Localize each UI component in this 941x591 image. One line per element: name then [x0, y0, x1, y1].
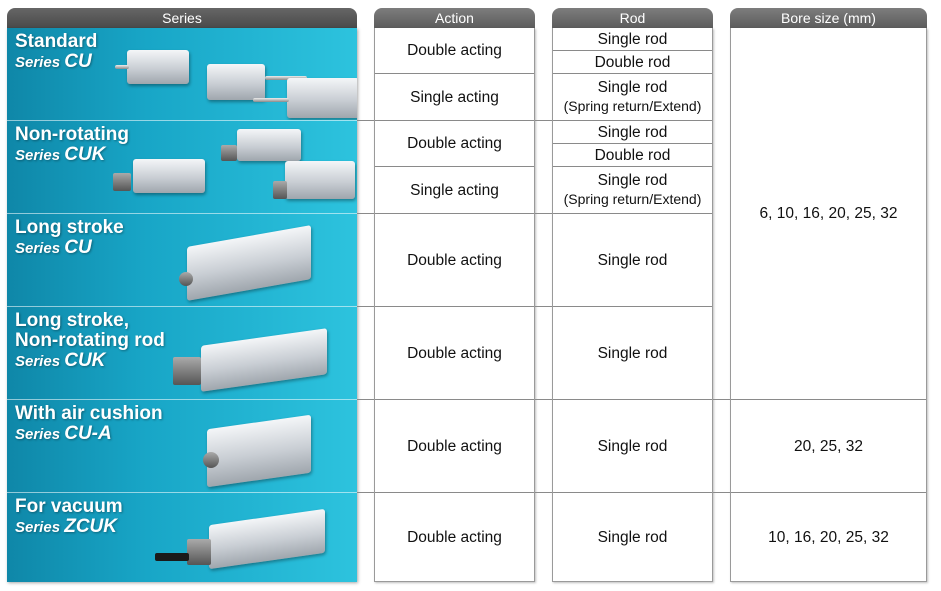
bore-header: Bore size (mm)	[730, 8, 927, 28]
series-subtitle: Series CU	[15, 237, 92, 258]
rod-cell: Single rod (Spring return/Extend)	[553, 167, 712, 213]
action-cell: Double acting	[407, 135, 502, 152]
row-divider	[357, 306, 374, 307]
bore-cell: 20, 25, 32	[794, 437, 863, 455]
rod-cell: Single rod	[597, 251, 668, 269]
rod-cell: Single rod	[597, 123, 668, 141]
series-row-vacuum: For vacuum Series ZCUK	[7, 493, 357, 585]
rod-cell: Single rod (Spring return/Extend)	[553, 74, 712, 120]
row-divider	[713, 492, 730, 493]
row-divider	[535, 213, 552, 214]
rod-cell-note: (Spring return/Extend)	[563, 98, 702, 114]
row-divider	[535, 492, 552, 493]
series-body: Standard Series CU Non-rotating Series C…	[7, 28, 357, 582]
rod-cell: Single rod	[597, 529, 668, 546]
series-title: Standard	[15, 31, 98, 52]
series-subtitle: Series CUK	[15, 350, 106, 371]
action-cell: Double acting	[407, 251, 502, 269]
rod-cell: Single rod	[597, 437, 668, 455]
series-title: With air cushion	[15, 403, 163, 424]
action-column: Action Double acting Single acting Doubl…	[374, 8, 535, 582]
rod-cell-label: Single rod	[597, 172, 668, 189]
rod-cell: Double rod	[594, 53, 671, 71]
rod-cell-note: (Spring return/Extend)	[563, 191, 702, 207]
rod-cell: Single rod	[597, 344, 668, 362]
action-cell: Double acting	[407, 529, 502, 546]
action-body: Double acting Single acting Double actin…	[374, 28, 535, 582]
action-cell: Single acting	[410, 88, 499, 106]
row-divider	[357, 492, 374, 493]
rod-cell: Double rod	[594, 146, 671, 164]
row-divider	[357, 213, 374, 214]
series-row-air-cushion: With air cushion Series CU-A	[7, 400, 357, 493]
series-title: Non-rotating	[15, 124, 129, 145]
series-title: Long stroke	[15, 217, 124, 238]
bore-column: Bore size (mm) 6, 10, 16, 20, 25, 32 20,…	[730, 8, 927, 582]
rod-cell-label: Single rod	[597, 79, 668, 96]
series-subtitle: Series CUK	[15, 144, 106, 165]
series-row-standard: Standard Series CU	[7, 28, 357, 121]
row-divider	[357, 399, 374, 400]
rod-header: Rod	[552, 8, 713, 28]
row-divider	[535, 120, 552, 121]
series-subtitle: Series CU-A	[15, 423, 112, 444]
series-subtitle: Series CU	[15, 51, 92, 72]
series-row-long-stroke-non-rotating: Long stroke, Non-rotating rod Series CUK	[7, 307, 357, 400]
series-title-line2: Non-rotating rod	[15, 330, 165, 351]
series-row-non-rotating: Non-rotating Series CUK	[7, 121, 357, 214]
series-subtitle: Series ZCUK	[15, 516, 117, 537]
series-header: Series	[7, 8, 357, 28]
action-cell: Double acting	[407, 437, 502, 455]
row-divider	[713, 399, 730, 400]
series-title: For vacuum	[15, 496, 123, 517]
bore-cell: 6, 10, 16, 20, 25, 32	[759, 205, 898, 222]
series-row-long-stroke: Long stroke Series CU	[7, 214, 357, 307]
row-divider	[535, 399, 552, 400]
rod-body: Single rod Double rod Single rod (Spring…	[552, 28, 713, 582]
action-cell: Double acting	[407, 344, 502, 362]
rod-cell: Single rod	[597, 30, 668, 48]
series-column: Series Standard Series CU Non-rotating S…	[7, 8, 357, 582]
series-title: Long stroke,	[15, 310, 130, 331]
bore-cell: 10, 16, 20, 25, 32	[768, 529, 889, 546]
row-divider	[357, 120, 374, 121]
bore-body: 6, 10, 16, 20, 25, 32 20, 25, 32 10, 16,…	[730, 28, 927, 582]
action-header: Action	[374, 8, 535, 28]
action-cell: Single acting	[410, 181, 499, 199]
rod-column: Rod Single rod Double rod Single rod (Sp…	[552, 8, 713, 582]
row-divider	[535, 306, 552, 307]
action-cell: Double acting	[407, 42, 502, 59]
